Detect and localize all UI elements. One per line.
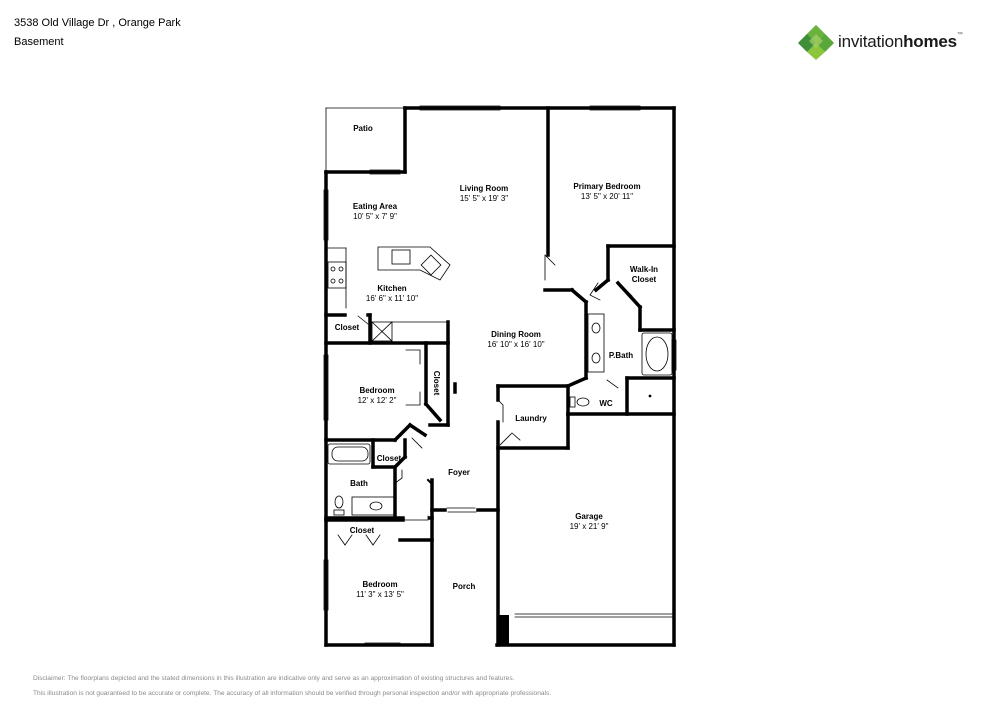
room-patio-label: Patio <box>353 124 373 133</box>
room-laundry-label: Laundry <box>515 414 547 423</box>
room-porch-label: Porch <box>453 582 476 591</box>
room-labels: Patio Living Room 15' 5" x 19' 3" Primar… <box>335 124 658 599</box>
property-address: 3538 Old Village Dr , Orange Park <box>14 17 181 29</box>
room-bedroom-2-label: Bedroom <box>362 580 397 589</box>
property-header: 3538 Old Village Dr , Orange Park Baseme… <box>14 14 181 52</box>
logo-word-invitation: invitation <box>838 32 904 51</box>
room-bedroom-2-closet-label: Closet <box>350 526 375 535</box>
room-pbath-label: P.Bath <box>609 351 633 360</box>
invitation-homes-logo: invitationhomes™ <box>798 24 963 60</box>
room-primary-bedroom-dims: 13' 5" x 20' 11" <box>581 192 633 201</box>
room-dining-room-dims: 16' 10" x 16' 10" <box>487 340 544 349</box>
disclaimer-line-1: Disclaimer: The floorplans depicted and … <box>33 675 515 682</box>
disclaimer-line-2: This illustration is not guaranteed to b… <box>33 690 552 697</box>
room-eating-area-label: Eating Area <box>353 202 398 211</box>
room-garage-label: Garage <box>575 512 603 521</box>
room-wc-label: WC <box>599 399 613 408</box>
room-kitchen-dims: 16' 6" x 11' 10" <box>366 294 418 303</box>
exterior-walls <box>324 106 676 647</box>
room-kitchen-label: Kitchen <box>377 284 406 293</box>
disclaimer: Disclaimer: The floorplans depicted and … <box>33 671 551 701</box>
room-walk-in-closet-label: Walk-In <box>630 265 658 274</box>
room-bedroom-1-dims: 12' x 12' 2" <box>358 396 397 405</box>
room-primary-bedroom-label: Primary Bedroom <box>573 182 640 191</box>
room-bath-closet-label: Closet <box>377 454 402 463</box>
room-bedroom-2-dims: 11' 3" x 13' 5" <box>356 590 404 599</box>
room-living-room-dims: 15' 5" x 19' 3" <box>460 194 508 203</box>
room-dining-room-label: Dining Room <box>491 330 541 339</box>
logo-diamond-icon <box>798 25 834 60</box>
room-walk-in-closet-label-2: Closet <box>632 275 657 284</box>
thin-details <box>323 105 677 644</box>
room-living-room-label: Living Room <box>460 184 508 193</box>
floor-level: Basement <box>14 36 64 48</box>
room-bath-label: Bath <box>350 479 368 488</box>
logo-word-homes: homes <box>903 32 957 51</box>
room-bedroom-1-closet-label: Closet <box>432 371 441 396</box>
room-garage-dims: 19' x 21' 9" <box>570 522 609 531</box>
logo-wordmark: invitationhomes™ <box>838 32 963 51</box>
room-foyer-label: Foyer <box>448 468 470 477</box>
room-eating-area-dims: 10' 5" x 7' 9" <box>353 212 397 221</box>
room-kitchen-closet-label: Closet <box>335 323 360 332</box>
room-bedroom-1-label: Bedroom <box>359 386 394 395</box>
